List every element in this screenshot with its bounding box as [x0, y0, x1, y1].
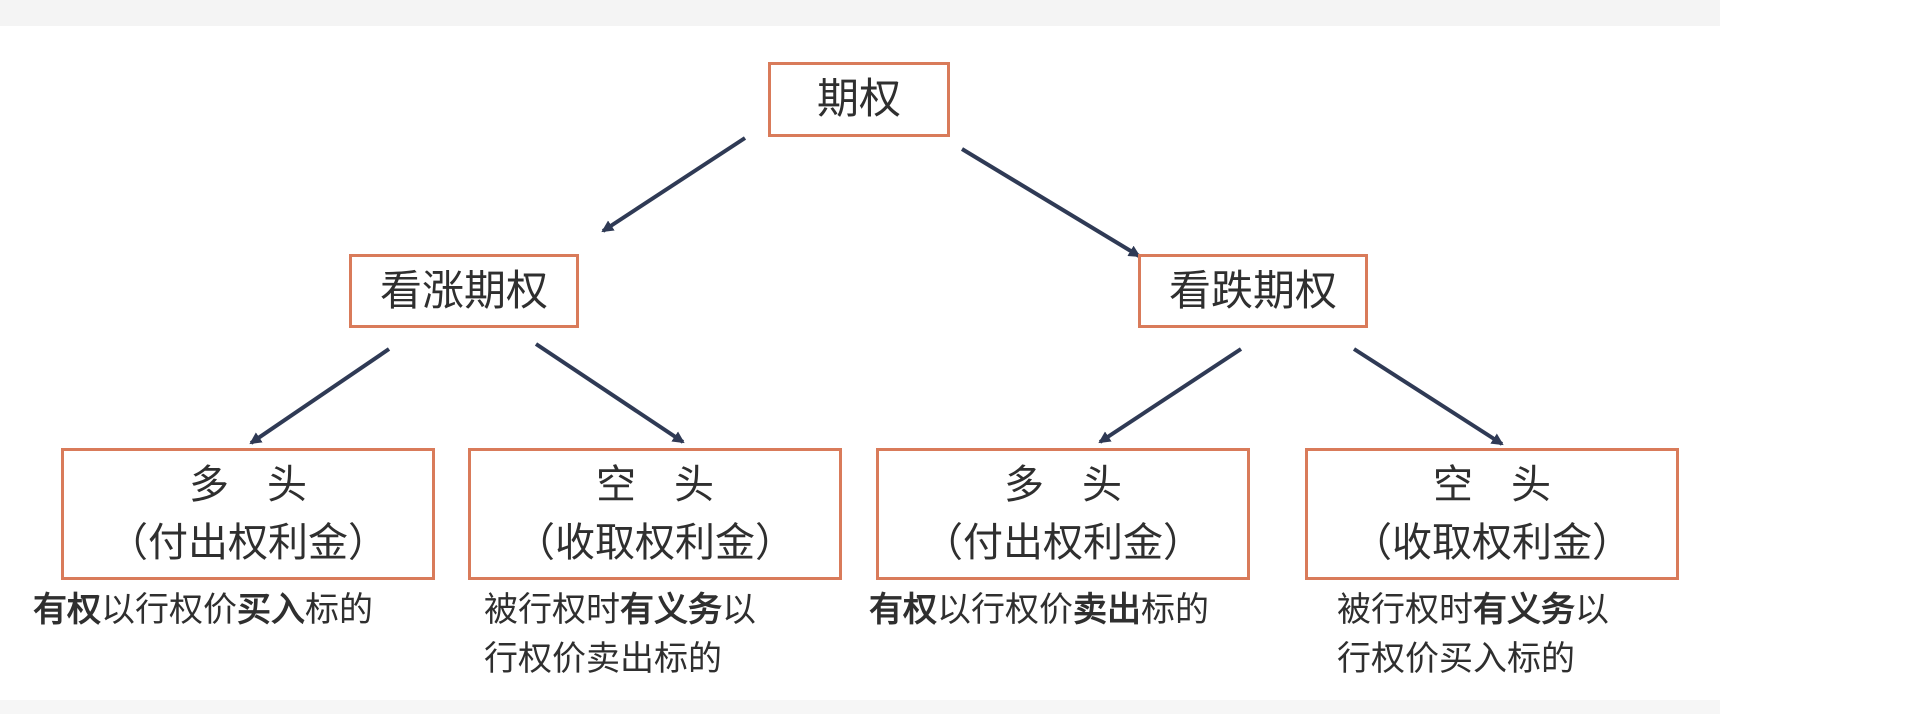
- root-label: 期权: [816, 74, 901, 124]
- call-short-note-bold-1: 有义务: [620, 590, 722, 630]
- top-band: [0, 0, 1720, 26]
- put-long-note-bold-1: 有权: [869, 590, 937, 630]
- call-short-note-text-2: 以: [722, 590, 756, 630]
- put-short-note-line-1: 被行权时有义务以: [1337, 586, 1667, 635]
- put-short-note-text-1: 被行权时: [1337, 590, 1473, 630]
- put-short-node: 空头 （收取权利金）: [1305, 448, 1679, 580]
- call-long-note-bold-2: 买入: [237, 590, 305, 630]
- put-short-subtitle: （收取权利金）: [1352, 520, 1632, 566]
- put-option-label: 看跌期权: [1168, 265, 1337, 315]
- put-short-note-text-2: 以: [1575, 590, 1609, 630]
- arrow-put-to-short: [1352, 347, 1504, 446]
- arrow-root-to-call: [601, 136, 747, 233]
- root-node: 期权: [768, 62, 950, 137]
- call-long-note-bold-1: 有权: [33, 590, 101, 630]
- call-short-title: 空头: [596, 462, 752, 508]
- put-long-subtitle: （付出权利金）: [923, 520, 1203, 566]
- call-long-note: 有权以行权价买入标的: [33, 586, 433, 635]
- put-short-note-line-2: 行权价买入标的: [1337, 639, 1575, 680]
- arrow-root-to-put: [960, 147, 1141, 258]
- call-long-subtitle: （付出权利金）: [108, 520, 388, 566]
- arrow-put-to-long: [1098, 347, 1243, 444]
- call-option-node: 看涨期权: [349, 254, 579, 328]
- put-long-note: 有权以行权价卖出标的: [869, 586, 1269, 635]
- put-long-note-text-1: 以行权价: [937, 590, 1073, 630]
- call-short-note-line-2: 行权价卖出标的: [484, 639, 722, 680]
- put-long-note-text-2: 标的: [1141, 590, 1209, 630]
- arrow-call-to-short: [534, 342, 685, 444]
- put-option-node: 看跌期权: [1138, 254, 1368, 328]
- call-long-title: 多头: [189, 462, 345, 508]
- call-short-node: 空头 （收取权利金）: [468, 448, 842, 580]
- call-long-note-text-2: 标的: [305, 590, 373, 630]
- put-long-title: 多头: [1004, 462, 1160, 508]
- call-short-note: 被行权时有义务以 行权价卖出标的: [484, 586, 814, 685]
- put-long-node: 多头 （付出权利金）: [876, 448, 1250, 580]
- arrow-call-to-long: [249, 347, 391, 445]
- call-long-node: 多头 （付出权利金）: [61, 448, 435, 580]
- call-short-note-line-1: 被行权时有义务以: [484, 586, 814, 635]
- put-long-note-bold-2: 卖出: [1073, 590, 1141, 630]
- put-short-note: 被行权时有义务以 行权价买入标的: [1337, 586, 1667, 685]
- bottom-band: [0, 700, 1720, 714]
- put-short-title: 空头: [1433, 462, 1589, 508]
- call-option-label: 看涨期权: [379, 265, 548, 315]
- put-short-note-bold-1: 有义务: [1473, 590, 1575, 630]
- call-short-subtitle: （收取权利金）: [515, 520, 795, 566]
- call-short-note-text-1: 被行权时: [484, 590, 620, 630]
- call-long-note-text-1: 以行权价: [101, 590, 237, 630]
